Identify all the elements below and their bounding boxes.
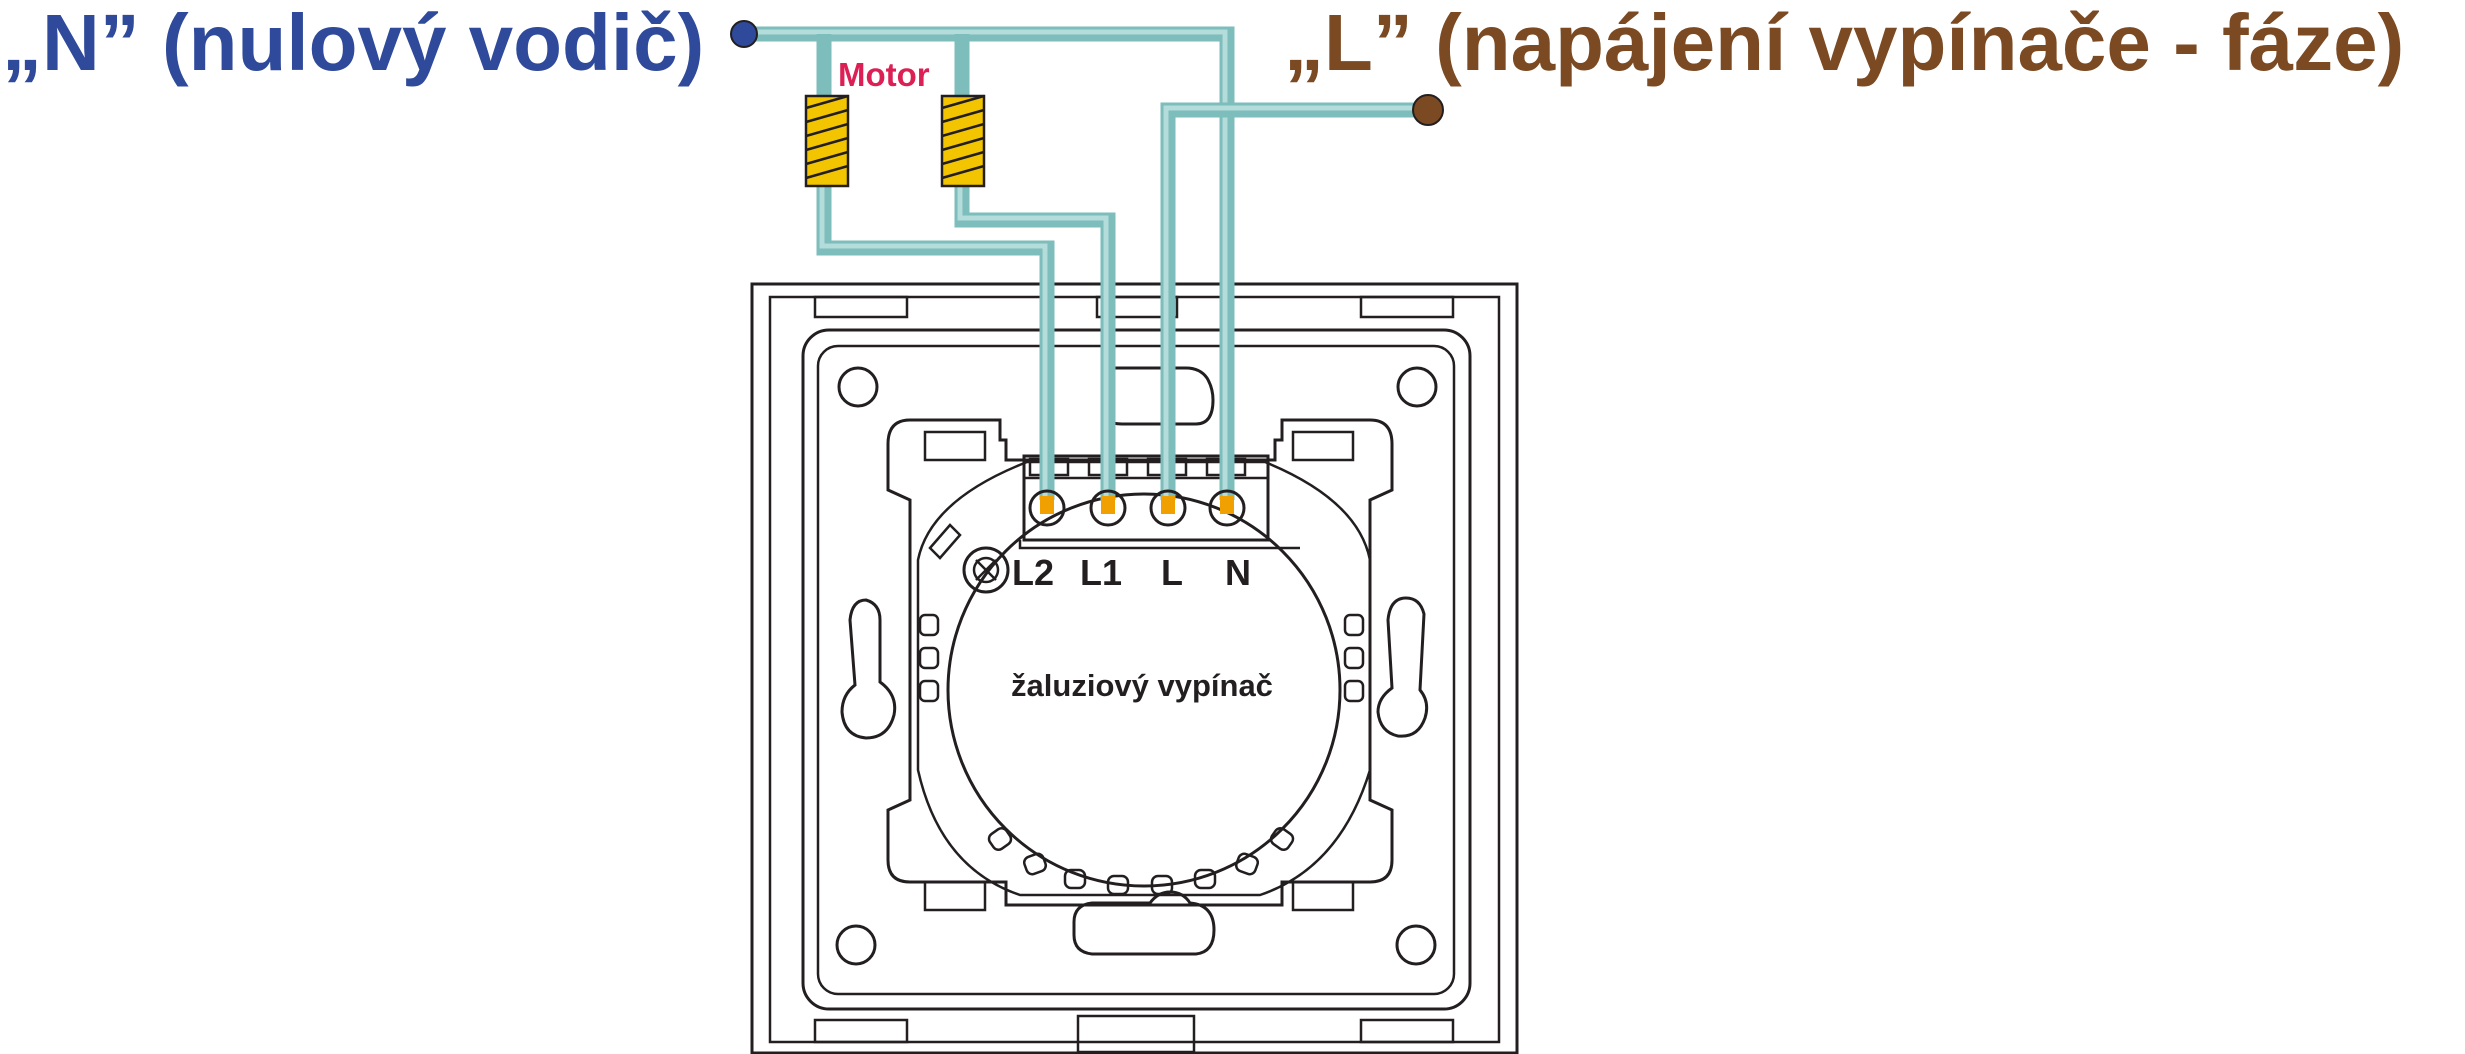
coil-2-winding <box>941 94 985 180</box>
motor-label: Motor <box>838 56 930 93</box>
mounting-hole <box>1396 366 1438 408</box>
terminal-block <box>1022 454 1270 542</box>
neutral-dot-icon <box>730 20 758 48</box>
vent-bump <box>1234 852 1260 876</box>
corner-clip <box>923 430 987 462</box>
mounting-hole <box>1395 924 1437 966</box>
latch-bump <box>918 646 940 670</box>
switch-plate <box>750 282 1519 1054</box>
phase-dot-icon <box>1412 94 1444 126</box>
vent-bump <box>1063 868 1087 890</box>
coil-1-winding <box>805 94 849 180</box>
device-label: žaluziový vypínač <box>1011 668 1273 703</box>
terminal-screw-icon <box>1028 489 1246 527</box>
phase-label: „L” (napájení vypínače - fáze) <box>1284 0 2404 87</box>
terminal-label-l2: L2 <box>1012 552 1054 593</box>
terminal-screw-l <box>1149 489 1187 527</box>
terminal-contact-l <box>1161 496 1175 514</box>
motor-coil-icon <box>804 94 986 188</box>
latch-bump <box>1343 679 1365 703</box>
bottom-slot <box>1072 890 1216 956</box>
module-dial <box>946 492 1342 888</box>
vent-bump <box>1022 852 1048 876</box>
led-button <box>962 546 1010 594</box>
top-slot <box>1101 366 1215 426</box>
mounting-hole <box>837 366 879 408</box>
terminal-label-l: L <box>1161 552 1183 593</box>
vent-bump <box>1150 874 1174 896</box>
plate-inner <box>816 344 1456 996</box>
terminal-screw-l2 <box>1028 489 1066 527</box>
latch-bump <box>918 679 940 703</box>
terminal-contact-n <box>1220 496 1234 514</box>
latch-bump <box>918 613 940 637</box>
frame-tab <box>813 295 909 319</box>
vent-bump <box>1193 868 1217 890</box>
l1-wire-highlight <box>957 186 1109 500</box>
frame-tab <box>1095 295 1179 319</box>
vent-bump <box>1106 874 1130 896</box>
label-panel <box>1018 540 1300 550</box>
frame-tab <box>1359 1018 1455 1044</box>
led-button-mark <box>975 559 997 581</box>
corner-clip <box>1291 880 1355 912</box>
phase-wire-highlight <box>1163 105 1424 500</box>
corner-clip <box>1291 430 1355 462</box>
phase-wire <box>1160 102 1424 500</box>
module-notch <box>928 523 962 560</box>
left-slot <box>840 598 897 740</box>
vent-bump <box>1269 826 1295 852</box>
wires <box>740 26 1424 500</box>
mounting-hole <box>835 924 877 966</box>
corner-clip <box>923 880 987 912</box>
latch-bump <box>1343 613 1365 637</box>
vent-bump <box>987 826 1013 852</box>
plate-body <box>801 328 1472 1011</box>
terminal-screw-n <box>1208 489 1246 527</box>
l2-wire-highlight <box>819 186 1048 500</box>
l2-wire <box>816 186 1055 500</box>
latch-bump <box>1343 646 1365 670</box>
module-outline <box>916 460 1372 897</box>
terminal-contact-l1 <box>1101 496 1115 514</box>
led-button-inner <box>972 556 1000 584</box>
neutral-wire-highlight <box>740 29 1228 500</box>
frame-tab <box>1359 295 1455 319</box>
frame-tab <box>1076 1014 1196 1054</box>
terminal-contact-l2 <box>1040 496 1054 514</box>
terminal-label-l1: L1 <box>1080 552 1122 593</box>
terminal-screw-l1 <box>1089 489 1127 527</box>
mechanism-body <box>886 418 1394 907</box>
frame-tab <box>813 1018 909 1044</box>
neutral-label: „N” (nulový vodič) <box>2 0 704 87</box>
right-slot <box>1376 596 1429 738</box>
terminal-label-n: N <box>1225 552 1251 593</box>
